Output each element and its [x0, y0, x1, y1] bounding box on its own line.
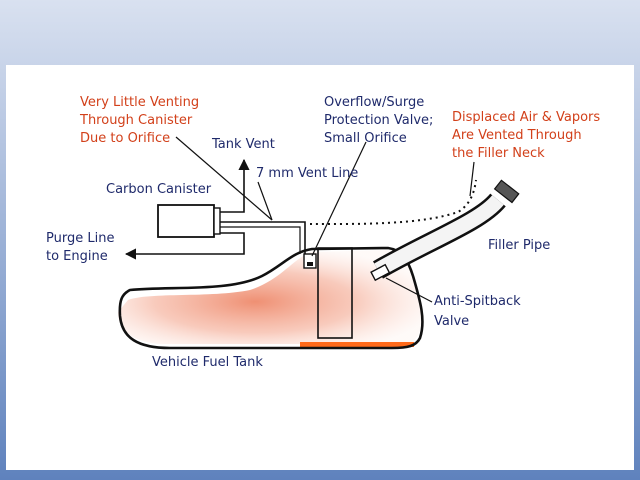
label-filler-pipe: Filler Pipe — [488, 238, 550, 253]
fuel-surface — [300, 342, 414, 347]
overflow-valve-orifice — [307, 262, 313, 266]
label-displaced-air: Displaced Air & Vapors Are Vented Throug… — [452, 110, 604, 161]
label-very-little-venting: Very Little Venting Through Canister Due… — [79, 95, 203, 146]
label-vent-line: 7 mm Vent Line — [256, 166, 358, 181]
leader-overflow-valve — [311, 141, 367, 257]
leader-anti-spitback — [385, 277, 433, 303]
leader-very-little-venting — [175, 136, 273, 221]
label-vehicle-fuel-tank: Vehicle Fuel Tank — [152, 355, 263, 370]
leader-displaced-air — [469, 161, 475, 197]
purge-line-arrow — [124, 232, 245, 260]
vent-line — [220, 221, 306, 254]
tank-outline — [118, 246, 424, 350]
filler-cap — [493, 179, 520, 204]
fuel-pump-module — [317, 247, 353, 339]
label-overflow-valve: Overflow/Surge Protection Valve; Small O… — [324, 95, 438, 146]
vent-line-inner — [220, 226, 301, 254]
fuel-tank — [118, 246, 424, 350]
vapor-flow-dotted — [309, 179, 477, 226]
label-carbon-canister: Carbon Canister — [106, 182, 212, 197]
anti-spitback-valve — [370, 263, 391, 282]
label-anti-spitback: Anti-Spitback Valve — [434, 294, 525, 329]
leader-vent-line — [257, 181, 273, 221]
label-purge-line: Purge Line to Engine — [46, 231, 119, 264]
fuel-haze — [118, 250, 423, 344]
label-tank-vent: Tank Vent — [211, 137, 275, 152]
filler-pipe — [370, 179, 520, 282]
carbon-canister — [157, 204, 221, 238]
tank-vent-arrow — [220, 158, 250, 213]
